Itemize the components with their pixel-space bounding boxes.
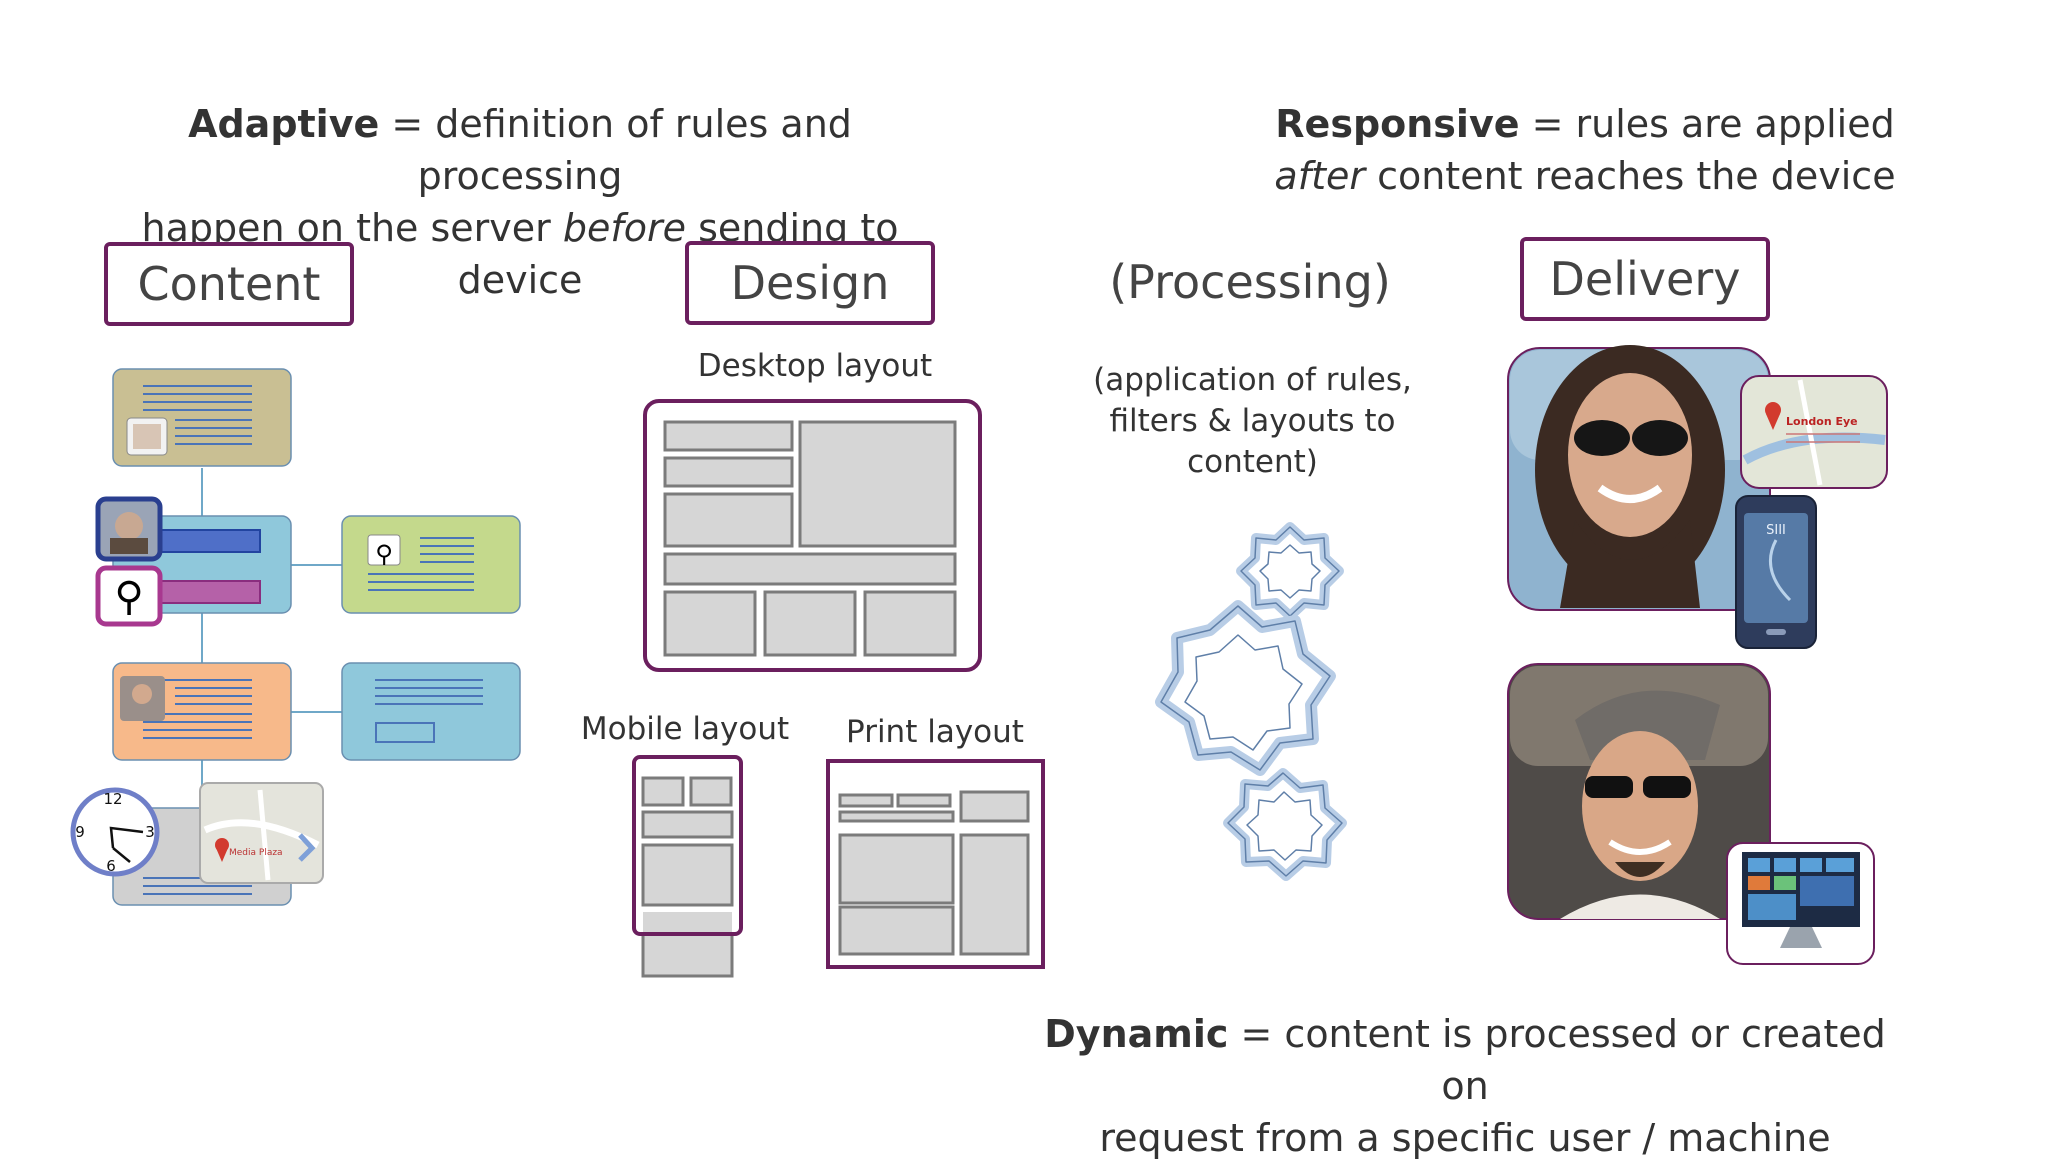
responsive-text-1: = rules are applied bbox=[1519, 102, 1895, 146]
svg-text:⚲: ⚲ bbox=[114, 574, 143, 620]
gears-icon bbox=[1155, 522, 1347, 881]
adaptive-definition: Adaptive = definition of rules and proce… bbox=[90, 98, 950, 306]
svg-text:Media Plaza: Media Plaza bbox=[229, 848, 283, 858]
print-layout-diagram bbox=[826, 759, 1045, 969]
delivery-header: Delivery bbox=[1520, 237, 1770, 321]
clock-numeral: 12 bbox=[103, 790, 122, 808]
processing-note-line-1: (application of rules, bbox=[1093, 362, 1412, 398]
content-tree: ⚲ Media Plaza bbox=[70, 368, 521, 906]
content-card-photo-text bbox=[112, 662, 292, 761]
delivery-user-man bbox=[1507, 663, 1771, 920]
delivery-header-label: Delivery bbox=[1549, 252, 1741, 306]
desktop-layout-diagram bbox=[643, 399, 982, 672]
delivery-user-woman bbox=[1507, 345, 1771, 611]
processing-note: (application of rules, filters & layouts… bbox=[1080, 360, 1425, 483]
design-header-label: Design bbox=[730, 256, 890, 310]
map-device-icon: London Eye bbox=[1740, 375, 1888, 489]
responsive-definition: Responsive = rules are applied after con… bbox=[1270, 98, 1900, 202]
dynamic-text-1: = content is processed or created on bbox=[1228, 1012, 1886, 1108]
processing-note-line-2: filters & layouts to bbox=[1109, 403, 1396, 439]
desktop-layout-label: Desktop layout bbox=[697, 348, 933, 384]
processing-header: (Processing) bbox=[1109, 255, 1391, 309]
adaptive-emphasis: before bbox=[562, 206, 687, 250]
adaptive-term: Adaptive bbox=[188, 102, 380, 146]
smartphone-icon: SIII bbox=[1735, 495, 1817, 649]
content-card-text-field bbox=[341, 662, 521, 761]
svg-text:⚲: ⚲ bbox=[375, 540, 393, 568]
processing-note-line-3: content) bbox=[1187, 444, 1318, 480]
mobile-layout-diagram bbox=[632, 755, 743, 978]
mobile-layout-label: Mobile layout bbox=[580, 711, 790, 747]
clock-numeral: 6 bbox=[106, 857, 116, 875]
design-header: Design bbox=[685, 241, 935, 325]
dynamic-term: Dynamic bbox=[1044, 1012, 1229, 1056]
responsive-emphasis: after bbox=[1274, 154, 1365, 198]
adaptive-text-1: = definition of rules and processing bbox=[379, 102, 852, 198]
content-card-combined: ⚲ bbox=[341, 515, 521, 614]
phone-screen-text: SIII bbox=[1766, 523, 1786, 538]
clock-numeral: 3 bbox=[145, 823, 155, 841]
smart-tv-icon bbox=[1726, 842, 1875, 965]
content-header-label: Content bbox=[137, 257, 321, 311]
print-layout-label: Print layout bbox=[846, 714, 1024, 750]
content-card-media: ⚲ bbox=[95, 496, 292, 627]
content-card-time-location: Media Plaza 12 3 6 9 bbox=[70, 782, 324, 906]
content-card-text bbox=[112, 368, 292, 467]
responsive-text-2: content reaches the device bbox=[1364, 154, 1896, 198]
clock-numeral: 9 bbox=[75, 823, 85, 841]
responsive-term: Responsive bbox=[1275, 102, 1520, 146]
content-header: Content bbox=[104, 242, 354, 326]
map-label: London Eye bbox=[1786, 415, 1858, 428]
